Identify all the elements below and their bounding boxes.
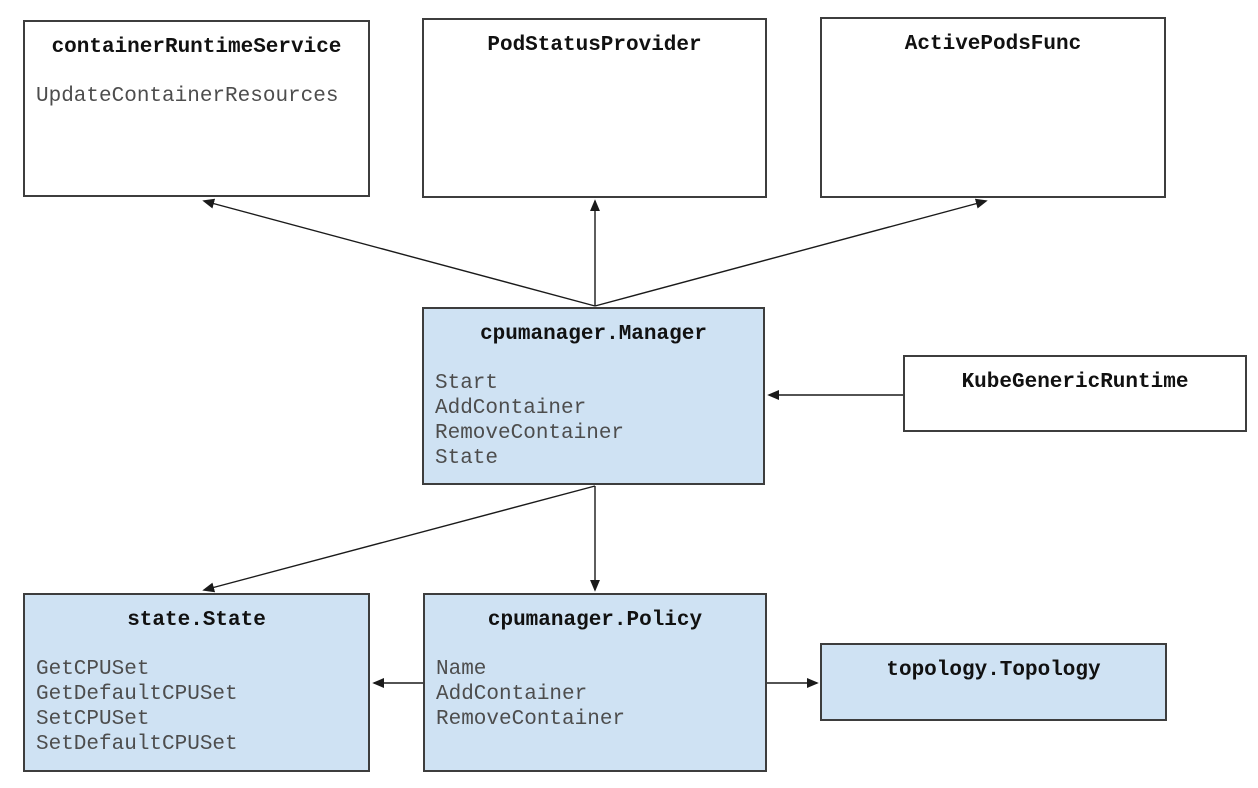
member-UpdateContainerResources: UpdateContainerResources [36,85,339,108]
edge-cpumanager-Manager-to-state-State [202,485,596,593]
node-title: ActivePodsFunc [904,33,1082,56]
node-title: KubeGenericRuntime [961,371,1189,394]
member-Start: Start [435,372,499,395]
node-title: topology.Topology [886,659,1101,682]
member-Name: Name [436,658,487,681]
node-title: cpumanager.Policy [487,609,703,632]
edge-cpumanager-Manager-to-containerRuntimeService [202,198,596,307]
node-ActivePodsFunc: ActivePodsFunc [820,17,1166,198]
member-AddContainer: AddContainer [435,397,587,420]
node-title: PodStatusProvider [487,34,702,57]
member-RemoveContainer: RemoveContainer [436,708,626,731]
member-RemoveContainer: RemoveContainer [435,422,625,445]
node-topology-Topology: topology.Topology [820,643,1167,721]
edge-cpumanager-Manager-to-ActivePodsFunc [594,198,988,307]
node-title: state.State [127,609,266,632]
member-SetDefaultCPUSet: SetDefaultCPUSet [36,733,238,756]
member-GetDefaultCPUSet: GetDefaultCPUSet [36,683,238,706]
member-SetCPUSet: SetCPUSet [36,708,150,731]
node-member-list: UpdateContainerResources [25,60,368,109]
node-KubeGenericRuntime: KubeGenericRuntime [903,355,1247,432]
member-AddContainer: AddContainer [436,683,588,706]
node-title: cpumanager.Manager [480,323,707,346]
member-GetCPUSet: GetCPUSet [36,658,150,681]
member-State: State [435,447,499,470]
node-title: containerRuntimeService [51,36,342,59]
node-PodStatusProvider: PodStatusProvider [422,18,767,198]
